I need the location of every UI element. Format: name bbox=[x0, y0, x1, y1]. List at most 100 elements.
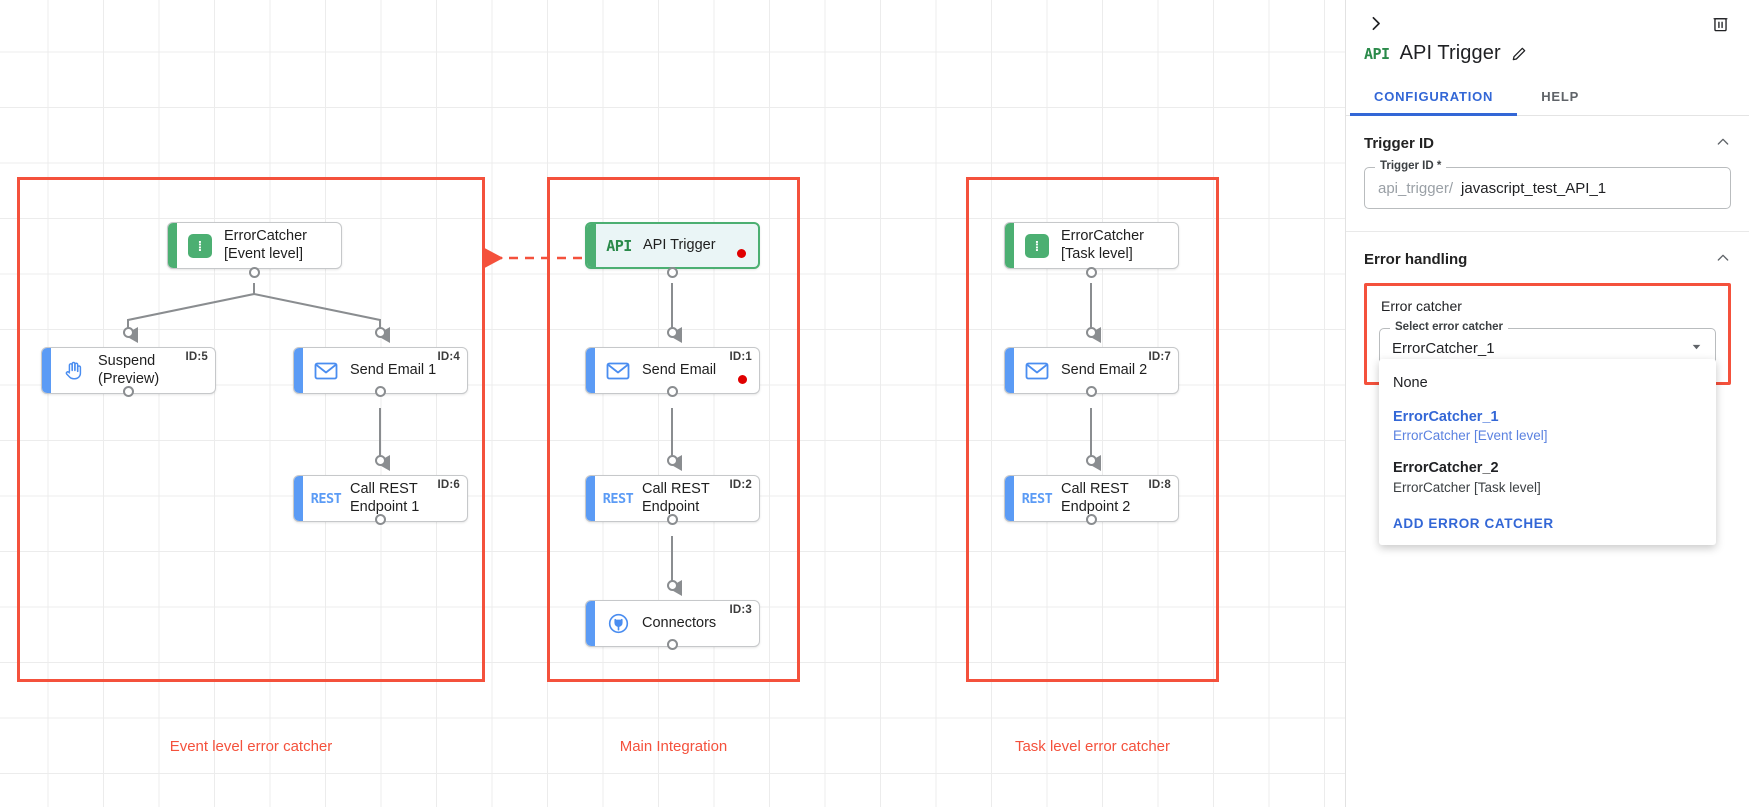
menu-item-secondary: ErrorCatcher [Event level] bbox=[1393, 428, 1548, 444]
port-connectors-out[interactable] bbox=[666, 638, 678, 650]
api-icon: API bbox=[606, 236, 632, 255]
port-sendemail1-in[interactable] bbox=[374, 326, 386, 338]
node-id-badge: ID:1 bbox=[729, 351, 752, 363]
menu-item-secondary: ErrorCatcher [Task level] bbox=[1393, 479, 1541, 495]
tab-help[interactable]: HELP bbox=[1541, 89, 1580, 104]
port-callrest1-out[interactable] bbox=[374, 513, 386, 525]
node-accent-stripe bbox=[168, 223, 177, 268]
menu-item-primary: ErrorCatcher_2 bbox=[1393, 460, 1499, 477]
node-id-badge: ID:5 bbox=[185, 351, 208, 363]
port-sendemail1-out[interactable] bbox=[374, 385, 386, 397]
port-suspend-in[interactable] bbox=[122, 326, 134, 338]
page-title: API Trigger bbox=[1399, 42, 1501, 64]
port-sendemail2-out[interactable] bbox=[1085, 385, 1097, 397]
tab-configuration[interactable]: CONFIGURATION bbox=[1350, 79, 1518, 116]
panel-title-row: API API Trigger bbox=[1346, 36, 1749, 65]
node-id-badge: ID:3 bbox=[729, 604, 752, 616]
node-accent-stripe bbox=[586, 348, 595, 393]
error-catcher-select-legend: Select error catcher bbox=[1390, 321, 1509, 333]
chevron-up-icon[interactable] bbox=[1715, 134, 1731, 153]
trigger-id-input[interactable]: javascript_test_API_1 bbox=[1461, 179, 1607, 197]
delete-trash-icon[interactable] bbox=[1707, 10, 1733, 36]
connectors-icon bbox=[600, 601, 636, 646]
node-label: ErrorCatcher [Task level] bbox=[1061, 228, 1144, 262]
node-ec2[interactable]: ⁞ErrorCatcher [Task level] bbox=[1004, 222, 1179, 269]
node-label: Suspend (Preview) bbox=[98, 353, 160, 387]
trigger-id-section: Trigger ID Trigger ID * api_trigger/ jav… bbox=[1346, 116, 1749, 232]
node-label: Send Email 1 bbox=[350, 361, 437, 378]
node-suspend[interactable]: Suspend (Preview) ID:5 bbox=[41, 347, 216, 394]
node-accent-stripe bbox=[586, 476, 595, 521]
port-apitrigger-out[interactable] bbox=[666, 266, 678, 278]
node-ec1[interactable]: ⁞ErrorCatcher [Event level] bbox=[167, 222, 342, 269]
port-suspend-out[interactable] bbox=[122, 385, 134, 397]
menu-item-none[interactable]: None bbox=[1379, 367, 1716, 401]
port-ec1-out[interactable] bbox=[248, 266, 260, 278]
trigger-id-section-header[interactable]: Trigger ID bbox=[1364, 116, 1731, 167]
error-handling-section-header[interactable]: Error handling bbox=[1364, 232, 1731, 283]
panel-tabs[interactable]: CONFIGURATION HELP bbox=[1346, 79, 1749, 116]
hand-icon bbox=[56, 348, 92, 393]
envelope-icon bbox=[308, 348, 344, 393]
error-catcher-label: Error catcher bbox=[1381, 298, 1462, 314]
node-id-badge: ID:2 bbox=[729, 479, 752, 491]
port-sendemail-in[interactable] bbox=[666, 326, 678, 338]
api-icon: API bbox=[1364, 44, 1390, 63]
node-label: Call REST Endpoint bbox=[642, 481, 710, 515]
chevron-down-icon[interactable] bbox=[1690, 340, 1703, 356]
node-label: API Trigger bbox=[643, 236, 716, 253]
rest-icon: REST bbox=[310, 490, 342, 507]
port-connectors-in[interactable] bbox=[666, 579, 678, 591]
node-error-indicator-dot bbox=[737, 249, 746, 258]
task-level-region-label: Task level error catcher bbox=[1014, 738, 1171, 755]
node-accent-stripe bbox=[587, 224, 596, 267]
task-level-region bbox=[966, 177, 1219, 682]
node-label: ErrorCatcher [Event level] bbox=[224, 228, 307, 262]
node-accent-stripe bbox=[42, 348, 51, 393]
panel-toolbar bbox=[1346, 0, 1749, 36]
collapse-panel-chevron-icon[interactable] bbox=[1362, 10, 1388, 36]
node-id-badge: ID:8 bbox=[1148, 479, 1171, 491]
node-accent-stripe bbox=[294, 348, 303, 393]
node-callrest1[interactable]: REST Call REST Endpoint 1 ID:6 bbox=[293, 475, 468, 522]
chevron-up-icon[interactable] bbox=[1715, 250, 1731, 269]
trigger-id-field[interactable]: Trigger ID * api_trigger/ javascript_tes… bbox=[1364, 160, 1731, 209]
port-callrest2-out[interactable] bbox=[1085, 513, 1097, 525]
node-label: Send Email bbox=[642, 361, 717, 378]
port-callrest-in[interactable] bbox=[666, 454, 678, 466]
port-ec2-out[interactable] bbox=[1085, 266, 1097, 278]
node-label: Call REST Endpoint 2 bbox=[1061, 481, 1131, 515]
error-handling-section: Error handling Error catcher Select erro… bbox=[1346, 232, 1749, 546]
port-sendemail-out[interactable] bbox=[666, 385, 678, 397]
port-callrest2-in[interactable] bbox=[1085, 454, 1097, 466]
envelope-icon bbox=[1019, 348, 1055, 393]
event-level-region bbox=[17, 177, 485, 682]
trigger-id-prefix: api_trigger/ bbox=[1378, 179, 1454, 197]
node-id-badge: ID:6 bbox=[437, 479, 460, 491]
error-catcher-icon: ⁞ bbox=[182, 223, 218, 268]
error-catcher-highlight-box: Error catcher Select error catcher Error… bbox=[1364, 283, 1731, 546]
trigger-id-heading: Trigger ID bbox=[1364, 135, 1435, 152]
edit-pencil-icon[interactable] bbox=[1511, 46, 1527, 62]
main-integration-region bbox=[547, 177, 800, 682]
error-catcher-selected-value: ErrorCatcher_1 bbox=[1392, 339, 1495, 357]
trigger-id-field-legend: Trigger ID * bbox=[1375, 160, 1447, 172]
node-accent-stripe bbox=[586, 601, 595, 646]
menu-item-primary: None bbox=[1393, 375, 1428, 391]
add-error-catcher-button[interactable]: ADD ERROR CATCHER bbox=[1393, 516, 1554, 532]
port-sendemail2-in[interactable] bbox=[1085, 326, 1097, 338]
rest-icon: REST bbox=[602, 490, 634, 507]
port-callrest-out[interactable] bbox=[666, 513, 678, 525]
node-label: Send Email 2 bbox=[1061, 361, 1148, 378]
main-integration-region-label: Main Integration bbox=[619, 738, 728, 755]
node-accent-stripe bbox=[1005, 348, 1014, 393]
port-callrest1-in[interactable] bbox=[374, 454, 386, 466]
node-label: Connectors bbox=[642, 614, 717, 631]
side-panel: API API Trigger CONFIGURATION HELP Trigg… bbox=[1345, 0, 1749, 807]
node-label: Call REST Endpoint 1 bbox=[350, 481, 420, 515]
node-apitrigger[interactable]: API API Trigger bbox=[585, 222, 760, 269]
